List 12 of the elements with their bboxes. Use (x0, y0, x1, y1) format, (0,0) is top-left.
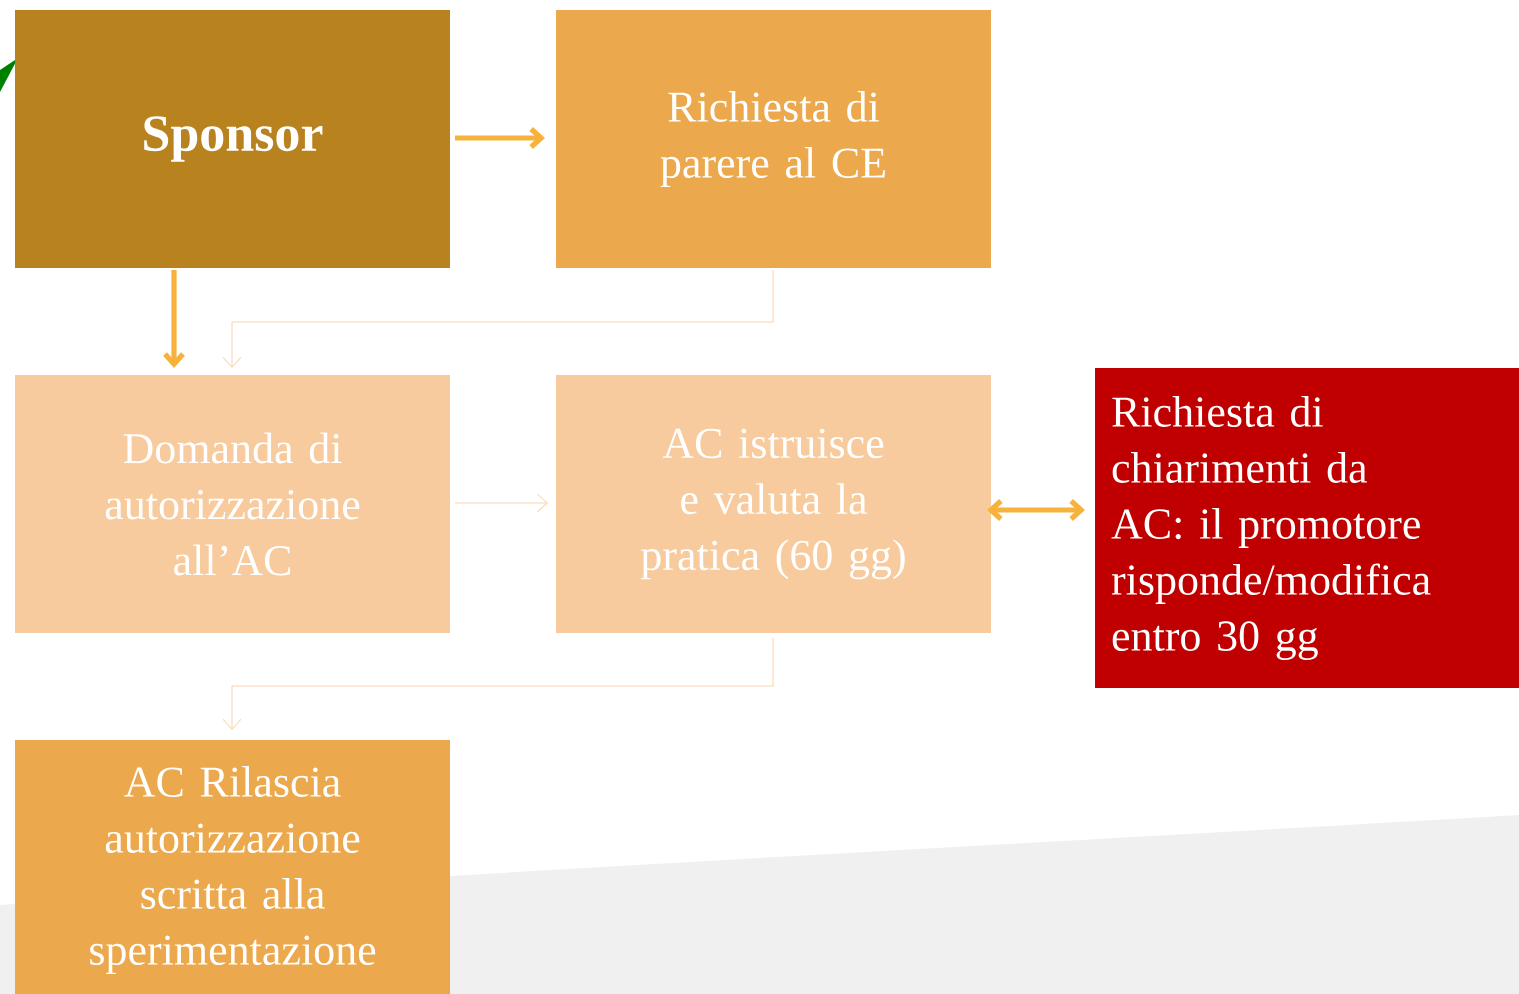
process-box: Domanda di autorizzazione all’AC (15, 375, 450, 633)
arrow (222, 269, 774, 368)
arrow (987, 499, 1085, 521)
process-box: Sponsor (15, 10, 450, 268)
arrow (163, 270, 185, 368)
arrow (455, 127, 545, 149)
process-box: AC istruisce e valuta la pratica (60 gg) (556, 375, 991, 633)
arrow (222, 637, 774, 730)
process-box: Richiesta di parere al CE (556, 10, 991, 268)
arrow (454, 493, 548, 513)
process-box: Richiesta di chiarimenti da AC: il promotore risponde/modifica entro 30 gg (1095, 368, 1519, 688)
process-box: AC Rilascia autorizzazione scritta alla sperimentazione (15, 740, 450, 994)
